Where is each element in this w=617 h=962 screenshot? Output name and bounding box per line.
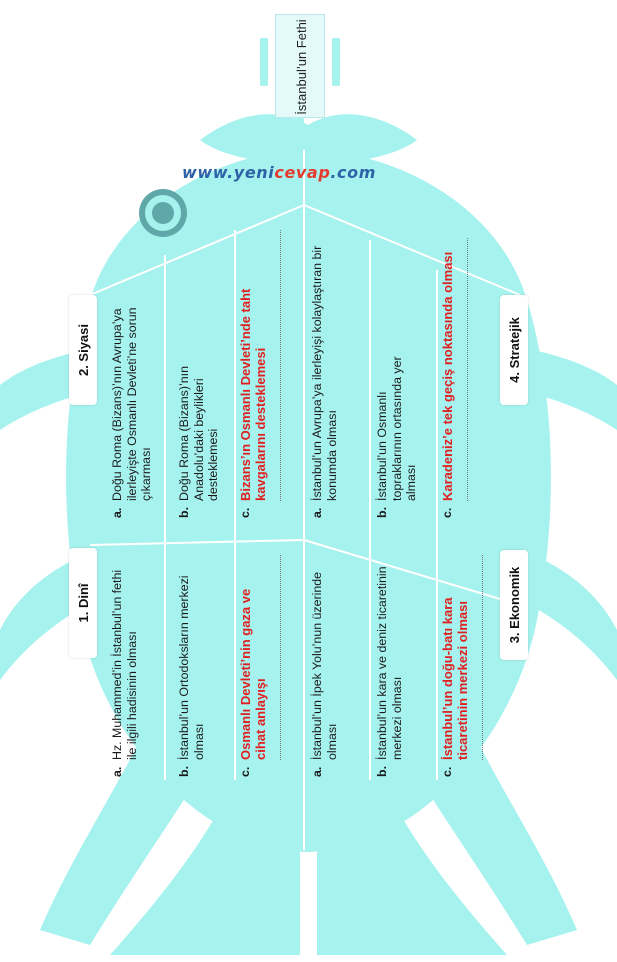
item-answer-text: Bizans’ın Osmanlı Devleti’nde taht kavga… xyxy=(238,288,268,501)
item-letter: a. xyxy=(110,507,124,518)
fish-body xyxy=(0,38,617,955)
item-dini-b: b. İstanbul’un Ortodoksların merkezi olma… xyxy=(177,555,232,777)
item-letter: b. xyxy=(177,506,191,518)
item-text: Doğu Roma (Bizans)’nın Avrupa’ya ilerley… xyxy=(110,307,153,501)
category-label-2: 2. Siyasi xyxy=(69,295,97,405)
item-answer-text: Osmanlı Devleti’nin gaza ve cihat anlayı… xyxy=(238,588,268,760)
item-ekonomik-c: c. İstanbul’un doğu-batı kara ticaretinin… xyxy=(440,555,495,777)
watermark-part-3: .com xyxy=(330,163,377,182)
watermark-part-1: www.yeni xyxy=(182,163,275,182)
category-label-1: 1. Dinî xyxy=(69,548,97,658)
item-stratejik-c: c. Karadeniz’e tek geçiş noktasında olmas… xyxy=(440,238,495,518)
item-siyasi-b: b. Doğu Roma (Bizans)’nın Anadolu’daki be… xyxy=(177,310,232,518)
item-text: İstanbul’un Osmanlı topraklarının ortası… xyxy=(375,356,418,501)
item-text: İstanbul’un Ortodoksların merkezi olması xyxy=(177,575,206,760)
item-answer-text: Karadeniz’e tek geçiş noktasında olması xyxy=(440,251,455,501)
item-letter: a. xyxy=(310,507,324,518)
item-siyasi-c: c. Bizans’ın Osmanlı Devleti’nde taht kav… xyxy=(238,230,293,518)
category-text-1: 1. Dinî xyxy=(75,583,91,623)
item-letter: c. xyxy=(238,507,252,518)
item-text: İstanbul’un Avrupa’ya ilerleyişi kolayla… xyxy=(310,245,339,501)
diagram-title: İstanbul’un Fethi xyxy=(293,19,309,115)
item-letter: b. xyxy=(177,765,191,777)
title-box: İstanbul’un Fethi xyxy=(275,14,325,118)
item-stratejik-a: a. İstanbul’un Avrupa’ya ilerleyişi kolay… xyxy=(310,240,365,518)
item-siyasi-a: a. Doğu Roma (Bizans)’nın Avrupa’ya ilerl… xyxy=(110,290,162,518)
category-label-4: 4. Stratejik xyxy=(500,295,528,405)
item-text: Doğu Roma (Bizans)’nın Anadolu’daki beyl… xyxy=(177,366,220,501)
item-letter: c. xyxy=(440,766,454,777)
item-answer-text: İstanbul’un doğu-batı kara ticaretinin m… xyxy=(440,597,470,760)
item-dini-a: a. Hz. Muhammed’in İstanbul’un fethi ile … xyxy=(110,555,162,777)
item-letter: c. xyxy=(238,766,252,777)
item-text: İstanbul’un kara ve deniz ticaretinin me… xyxy=(375,566,404,760)
item-letter: b. xyxy=(375,506,389,518)
answer-dotted-line xyxy=(474,555,483,760)
item-letter: a. xyxy=(310,766,324,777)
watermark: www.yenicevap.com xyxy=(182,163,376,182)
item-dini-c: c. Osmanlı Devleti’nin gaza ve cihat anla… xyxy=(238,555,293,777)
answer-dotted-line xyxy=(272,555,281,760)
category-text-2: 2. Siyasi xyxy=(75,323,91,377)
item-letter: c. xyxy=(440,507,454,518)
item-text: İstanbul’un İpek Yolu’nun üzerinde olmas… xyxy=(310,571,339,760)
item-ekonomik-a: a. İstanbul’un İpek Yolu’nun üzerinde olm… xyxy=(310,555,365,777)
category-text-4: 4. Stratejik xyxy=(506,317,522,383)
watermark-part-2: cevap xyxy=(274,163,331,182)
answer-dotted-line xyxy=(272,230,281,501)
item-ekonomik-b: b. İstanbul’un kara ve deniz ticaretinin … xyxy=(375,555,433,777)
fish-bones xyxy=(89,150,521,850)
answer-dotted-line xyxy=(459,238,468,501)
item-letter: b. xyxy=(375,765,389,777)
category-label-3: 3. Ekonomik xyxy=(500,550,528,660)
item-text: Hz. Muhammed’in İstanbul’un fethi ile il… xyxy=(110,569,139,760)
item-stratejik-b: b. İstanbul’un Osmanlı topraklarının orta… xyxy=(375,330,433,518)
category-text-3: 3. Ekonomik xyxy=(506,566,522,644)
item-letter: a. xyxy=(110,766,124,777)
